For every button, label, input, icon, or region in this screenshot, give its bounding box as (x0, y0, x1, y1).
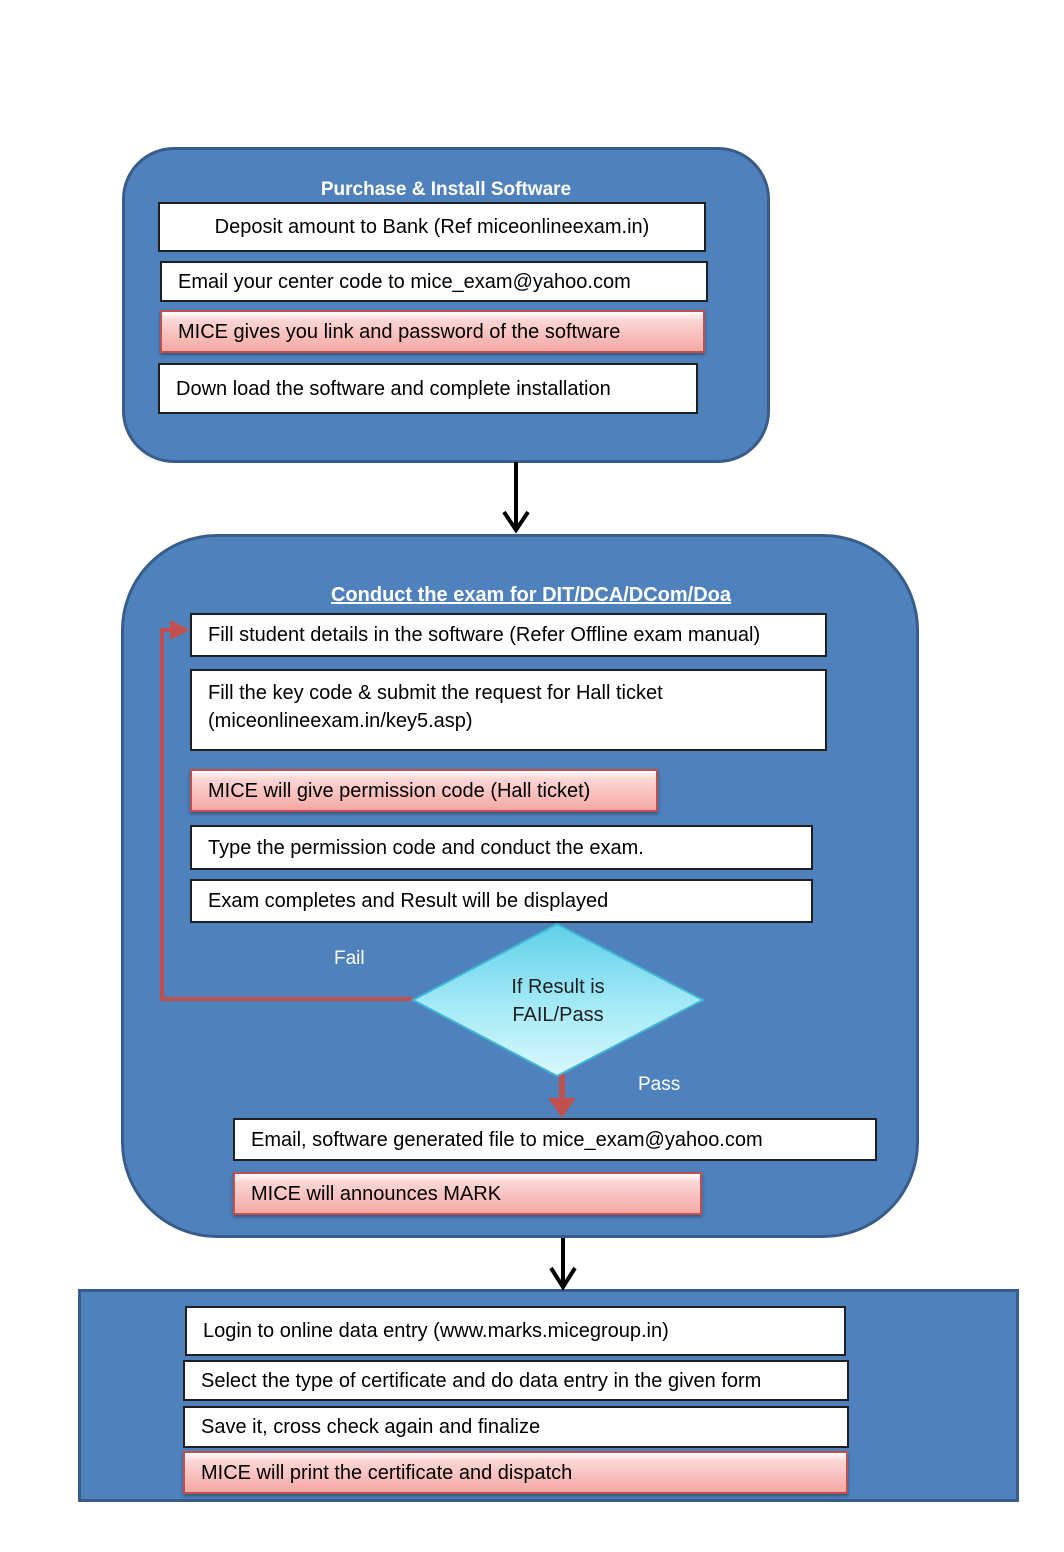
decision-line-2: FAIL/Pass (512, 1004, 604, 1026)
step-announce-mark: MICE will announces MARK (233, 1172, 702, 1215)
step-login-data-entry: Login to online data entry (www.marks.mi… (185, 1306, 846, 1356)
decision-line-1: If Result is (511, 976, 605, 998)
pass-label: Pass (638, 1074, 681, 1095)
step-type-permission-code: Type the permission code and conduct the… (190, 825, 813, 870)
step-select-certificate: Select the type of certificate and do da… (183, 1360, 849, 1401)
step-email-center-code: Email your center code to mice_exam@yaho… (160, 261, 708, 302)
arrow-to-conduct-exam (502, 462, 530, 534)
purchase-install-panel: Purchase & Install Software (122, 147, 770, 463)
step-print-certificate: MICE will print the certificate and disp… (183, 1451, 848, 1494)
step-email-generated-file: Email, software generated file to mice_e… (233, 1118, 877, 1161)
decision-text: If Result is FAIL/Pass (480, 973, 636, 1029)
step-exam-completes: Exam completes and Result will be displa… (190, 879, 813, 923)
step-fill-key-code: Fill the key code & submit the request f… (190, 669, 827, 751)
purchase-install-title: Purchase & Install Software (320, 179, 572, 200)
conduct-exam-title: Conduct the exam for DIT/DCA/DCom/Doa (330, 584, 732, 606)
step-fill-student-details: Fill student details in the software (Re… (190, 613, 827, 657)
step-deposit-amount: Deposit amount to Bank (Ref miceonlineex… (158, 202, 706, 252)
step-save-finalize: Save it, cross check again and finalize (183, 1406, 849, 1448)
step-mice-gives-link: MICE gives you link and password of the … (160, 310, 705, 353)
arrow-to-data-entry (549, 1238, 577, 1291)
step-permission-code: MICE will give permission code (Hall tic… (190, 769, 658, 812)
fail-label: Fail (334, 948, 365, 969)
step-download-software: Down load the software and complete inst… (158, 363, 698, 414)
